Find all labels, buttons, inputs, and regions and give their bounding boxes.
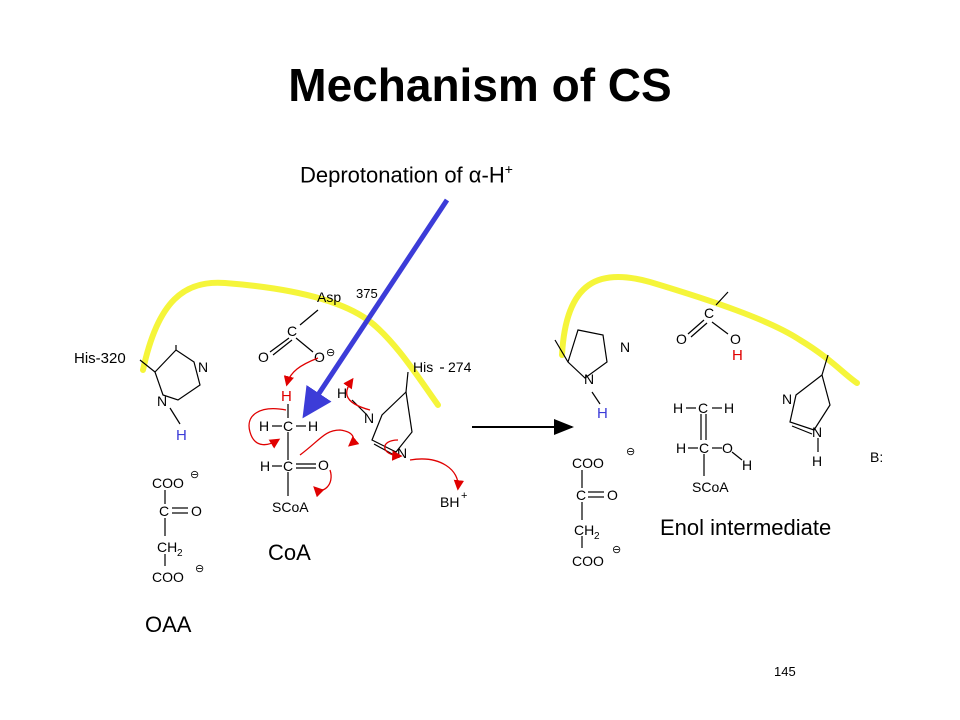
right-oaa-ch: CH [574,522,594,538]
oaa-minus-bottom: ⊖ [195,563,204,575]
bh-plus: + [461,490,467,502]
deprotonation-annotation: Deprotonation of α-H+ [300,161,513,188]
asp-c: C [287,323,297,339]
his320-n-bottom: N [157,393,167,409]
his320-h: H [176,427,187,444]
his274-label: His [413,359,433,375]
right-asp-o-right: O [730,331,741,347]
enol-o: O [722,440,733,456]
asp-number: 375 [356,286,378,301]
coa-h-red: H [281,388,292,405]
bh-label: BH [440,494,459,510]
right-his-n-top: N [620,339,630,355]
asp-o-left: O [258,349,269,365]
his320-n-top: N [198,359,208,375]
right-asp-o-left: O [676,331,687,347]
right-oaa-minus-top: ⊖ [626,446,635,458]
right-oaa-coo-bottom: COO [572,553,604,569]
asp-label: Asp [317,289,341,305]
his274-n-top: N [364,410,374,426]
oaa-o: O [191,503,202,519]
his274-number: 274 [448,359,472,375]
enol-scoa: SCoA [692,479,729,495]
his274-h: H [337,385,347,401]
asp-o-right: O [314,349,325,365]
enol-bonds [686,407,743,476]
right-asp-h-red: H [732,347,743,364]
right-his2-n-bottom: N [812,424,822,440]
oaa-minus-top: ⊖ [190,469,199,481]
asp-minus: ⊖ [326,347,335,359]
coa-scoa: SCoA [272,499,309,515]
base-label: B: [870,449,883,465]
oaa-bonds [164,490,188,566]
his274-n-bottom: N [397,445,407,461]
right-his2-n-top: N [782,391,792,407]
page-number: 145 [774,664,796,679]
right-his2-bonds [789,354,831,452]
electron-arrows [248,357,465,498]
coa-c-alpha: C [283,418,293,434]
coa-label: CoA [268,540,311,565]
annotation-sup: + [504,161,513,177]
enol-c-mid: C [699,440,709,456]
coa-c-carbonyl: C [283,458,293,474]
coa-o: O [318,457,329,473]
oaa-coo-bottom: COO [152,569,184,585]
deprotonation-arrow [302,198,450,419]
oaa-label: OAA [145,612,192,637]
annotation-prefix: Deprotonation of [300,162,469,188]
alpha-symbol: α [468,162,482,188]
oaa-sub2: 2 [177,548,183,559]
oaa-c: C [159,503,169,519]
right-his2-h: H [812,453,822,469]
coa-h-left: H [259,418,269,434]
right-his-n-bottom: N [584,371,594,387]
coa-h-lower: H [260,458,270,474]
enol-h-top-right: H [724,400,734,416]
annotation-suffix: -H [481,162,505,188]
right-oaa-sub2: 2 [594,531,600,542]
right-oaa-c: C [576,487,586,503]
right-asp-c: C [704,305,714,321]
his274-bonds [351,367,444,456]
right-oaa-bonds [581,470,604,548]
right-his-bonds [554,329,608,405]
enol-h-mid: H [676,440,686,456]
his320-label: His-320 [74,350,126,367]
his320-group [139,345,201,425]
right-oaa-minus-bottom: ⊖ [612,544,621,556]
right-asp-bonds [687,291,729,338]
slide-title: Mechanism of CS [288,59,672,111]
coa-h-right: H [308,418,318,434]
asp-bonds [269,309,319,356]
oaa-coo-top: COO [152,475,184,491]
right-oaa-o: O [607,487,618,503]
yellow-backbone-right [559,273,860,386]
enol-c-top: C [698,400,708,416]
yellow-backbone-left [140,279,441,408]
enol-h-oh: H [742,457,752,473]
coa-bonds [272,404,316,496]
enol-intermediate-label: Enol intermediate [660,515,832,540]
oaa-ch: CH [157,539,177,555]
right-his-h: H [597,405,608,422]
right-oaa-coo-top: COO [572,455,604,471]
enol-h-top-left: H [673,400,683,416]
